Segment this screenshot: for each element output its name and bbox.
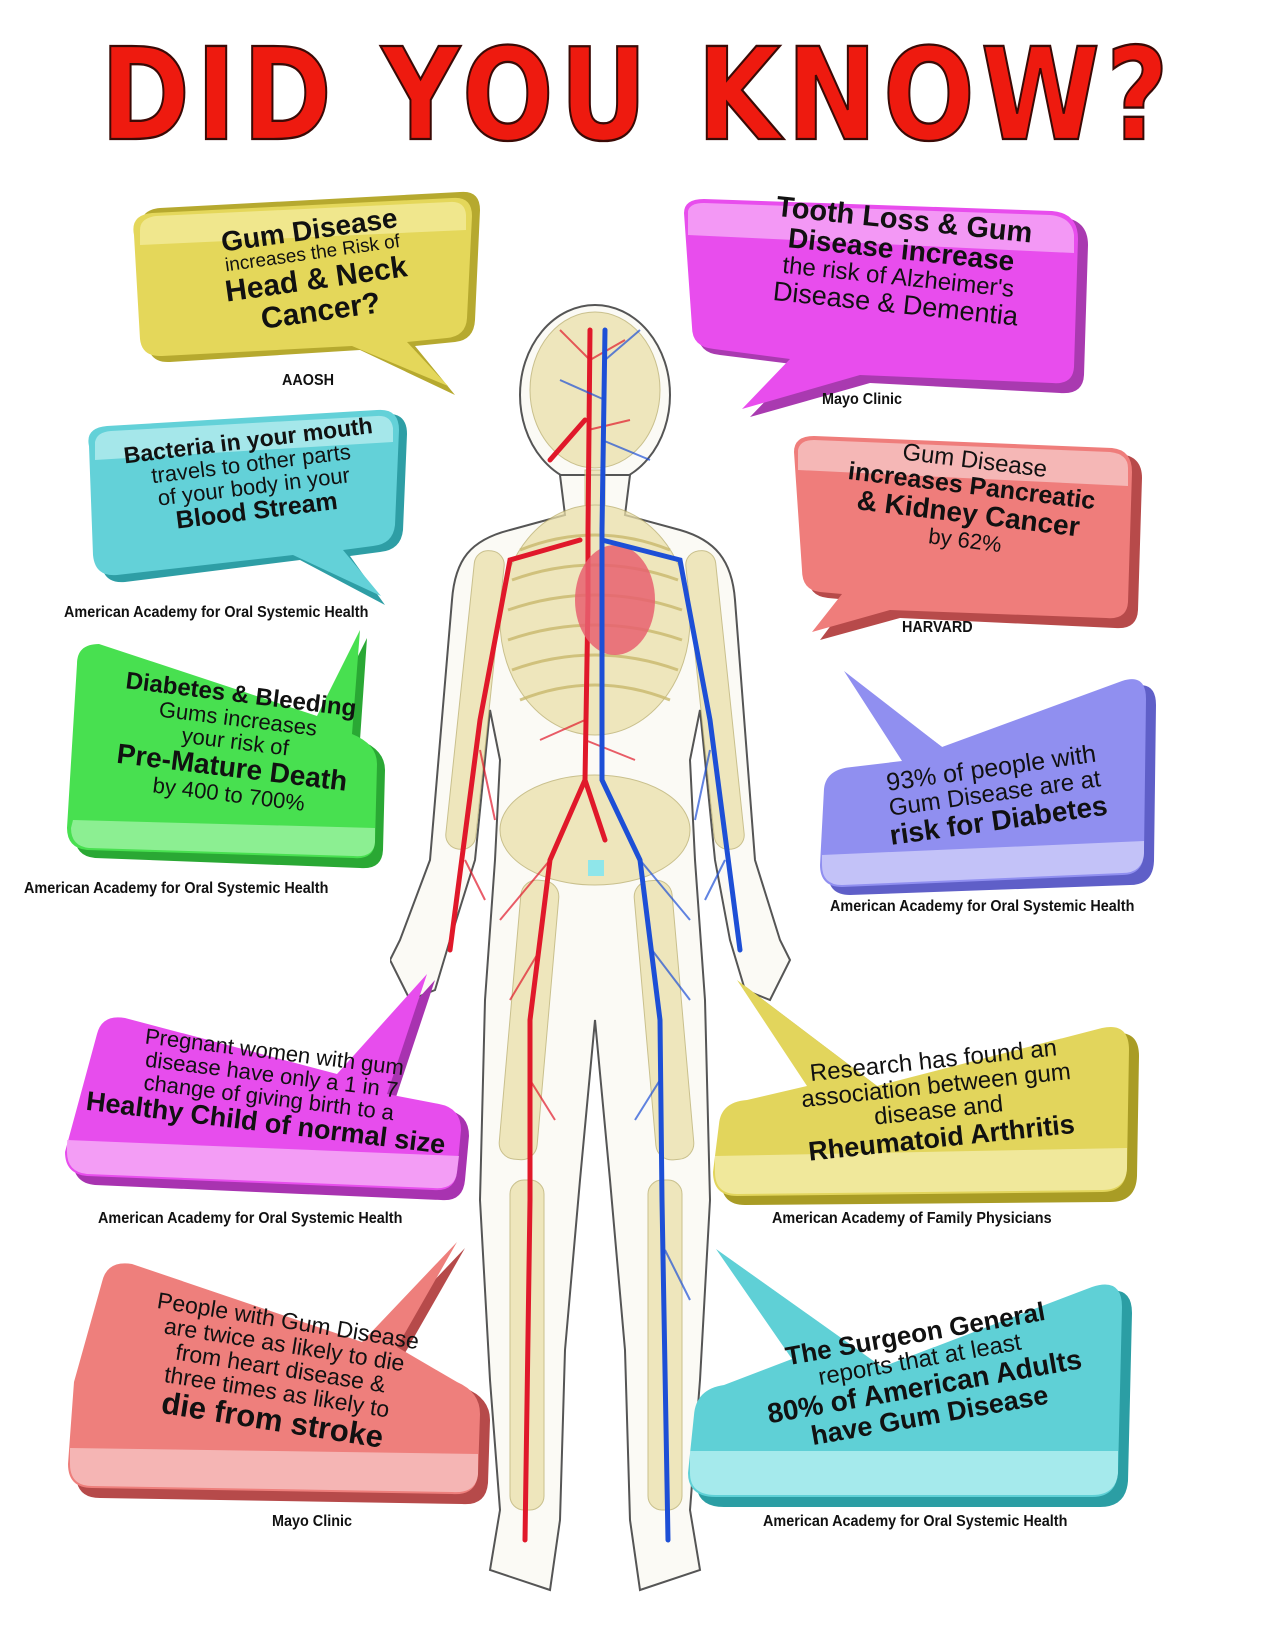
fact-bubble-diabetes: 93% of people with Gum Disease are at ri… xyxy=(810,665,1160,895)
human-body-icon xyxy=(388,304,792,1592)
fact-bubble-pancreatic-kidney-cancer: Gum Disease increases Pancreatic & Kidne… xyxy=(790,430,1150,640)
speech-bubble-shape xyxy=(688,1249,1132,1507)
fact-bubble-premature-death: Diabetes & Bleeding Gums increases your … xyxy=(55,630,395,870)
page-title: DID YOU KNOW? xyxy=(99,21,1175,171)
fact-source-pancreatic-kidney-cancer: HARVARD xyxy=(902,619,973,636)
fact-source-pregnant: American Academy for Oral Systemic Healt… xyxy=(98,1210,403,1227)
fact-source-bacteria: American Academy for Oral Systemic Healt… xyxy=(64,604,369,621)
fact-source-premature-death: American Academy for Oral Systemic Healt… xyxy=(24,880,329,897)
speech-bubble-shape xyxy=(65,974,469,1201)
fact-source-alzheimers: Mayo Clinic xyxy=(822,391,903,408)
speech-bubble-shape xyxy=(820,671,1156,895)
fact-source-diabetes: American Academy for Oral Systemic Healt… xyxy=(830,898,1135,915)
fact-bubble-alzheimers: Tooth Loss & Gum Disease increase the ri… xyxy=(680,191,1100,417)
speech-bubble-shape xyxy=(684,199,1088,417)
fact-source-rheumatoid-arthritis: American Academy of Family Physicians xyxy=(772,1210,1052,1227)
fact-bubble-bacteria: Bacteria in your mouth travels to other … xyxy=(85,409,415,605)
speech-bubble-shape xyxy=(133,191,480,395)
speech-bubble-shape xyxy=(67,630,385,869)
fact-bubble-surgeon-general: The Surgeon General reports that at leas… xyxy=(680,1245,1140,1510)
circulatory-system-illustration xyxy=(388,300,820,1610)
fact-bubble-head-neck-cancer: Gum Disease increases the Risk of Head &… xyxy=(130,190,490,400)
speech-bubble-shape xyxy=(713,980,1139,1205)
fact-source-surgeon-general: American Academy for Oral Systemic Healt… xyxy=(763,1513,1068,1530)
speech-bubble-shape xyxy=(68,1242,490,1505)
fact-source-stroke: Mayo Clinic xyxy=(272,1513,353,1530)
fact-bubble-pregnant: Pregnant women with gum disease have onl… xyxy=(55,974,475,1205)
speech-bubble-shape xyxy=(88,409,407,605)
fact-bubble-stroke: People with Gum Disease are twice as lik… xyxy=(60,1242,500,1508)
fact-bubble-rheumatoid-arthritis: Research has found an association betwee… xyxy=(705,980,1145,1205)
speech-bubble-shape xyxy=(794,436,1142,640)
fact-source-head-neck-cancer: AAOSH xyxy=(282,372,335,389)
